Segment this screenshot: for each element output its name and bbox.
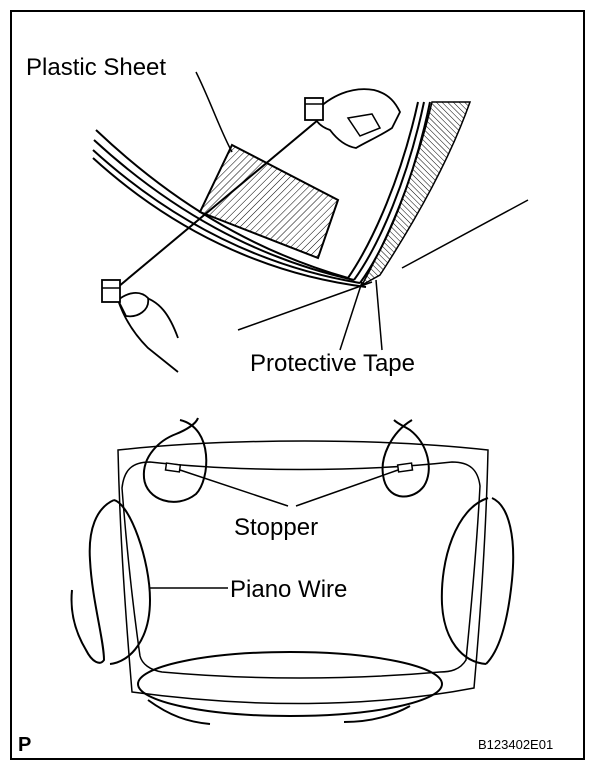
wire-loop-bottom [137,651,443,717]
stopper-left [164,462,182,473]
stoppers [164,462,414,473]
stopper-leaders [179,469,399,507]
plastic-sheet-label: Plastic Sheet [26,54,167,81]
body-panel-line [237,281,373,331]
piano-wire-top [111,119,319,293]
protective-tape-leader [375,279,383,351]
corner-mark: P [18,734,32,756]
wire-loop-right [485,497,515,665]
glass-edge-line [92,149,361,284]
piano-wire-label: Piano Wire [230,576,348,603]
figure-frame [10,10,585,760]
windshield-outline [117,440,489,705]
protective-tape-leader [339,281,363,351]
wire-loop-left [70,499,115,664]
figure-code: B123402E01 [478,737,554,752]
glass-edge-line [347,101,419,279]
glass-edge-line [95,129,349,279]
piano-wire-paths [70,417,515,725]
glass-inner [121,461,481,679]
wire-loop-top-right [381,419,430,498]
windshield-edge-detail [92,71,529,373]
plastic-sheet [198,143,340,260]
protective-tape-label: Protective Tape [250,350,415,377]
stopper-label: Stopper [234,514,319,541]
wire-loop-top-left [142,417,208,503]
plastic-sheet-leader [195,71,233,153]
glass-edge-line [359,101,431,284]
lower-grip [101,279,121,303]
glass-edge-line [353,101,425,281]
glass-outer [117,440,489,705]
glass-edge-line [92,157,367,288]
body-panel-line [401,199,529,269]
glass-edge-line [93,139,355,281]
upper-grip [304,97,324,121]
stopper-right [396,462,414,473]
